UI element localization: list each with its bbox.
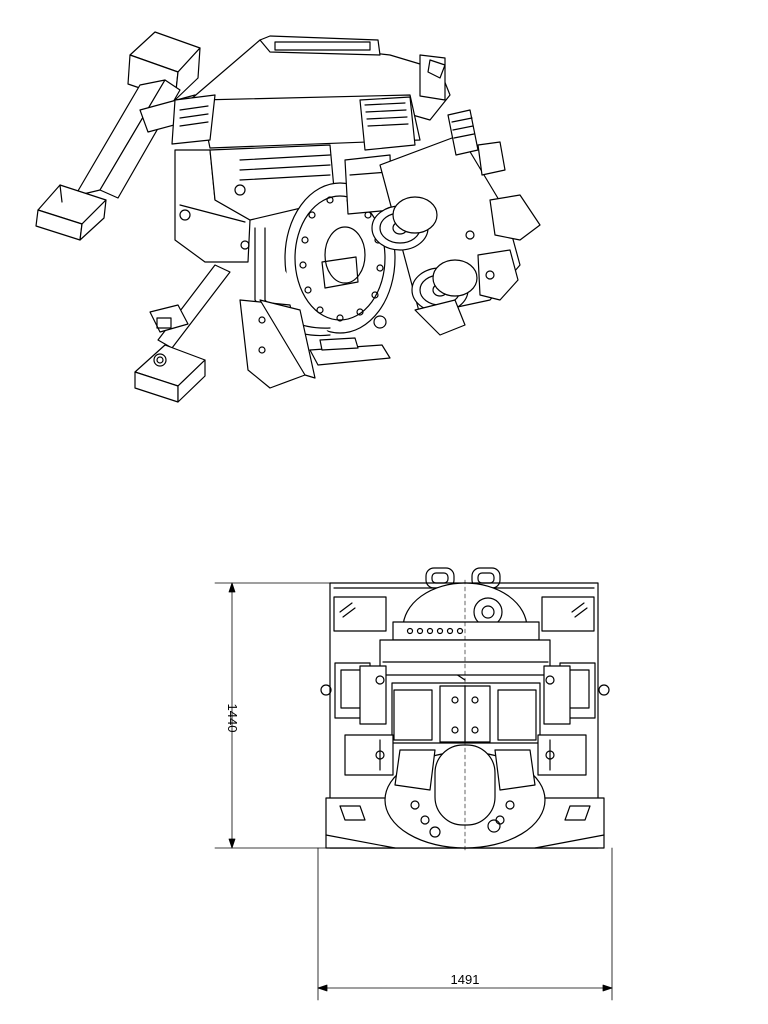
lower-shroud	[240, 300, 390, 388]
center-carriage	[392, 683, 540, 743]
dimension-height	[215, 583, 330, 848]
lower-clamps	[345, 735, 586, 775]
width-dimension-label: 1491	[451, 972, 480, 987]
dimension-width	[318, 848, 612, 1000]
corner-feet	[326, 806, 604, 848]
upper-arm	[36, 32, 200, 240]
right-assembly	[345, 110, 540, 335]
crossbar	[393, 622, 539, 640]
height-dimension-label: 1440	[225, 704, 240, 733]
main-body	[172, 36, 450, 262]
top-view	[321, 568, 609, 850]
left-motor	[321, 663, 386, 724]
lower-arm	[135, 265, 230, 402]
right-motor	[544, 663, 609, 724]
isometric-view	[36, 32, 540, 402]
